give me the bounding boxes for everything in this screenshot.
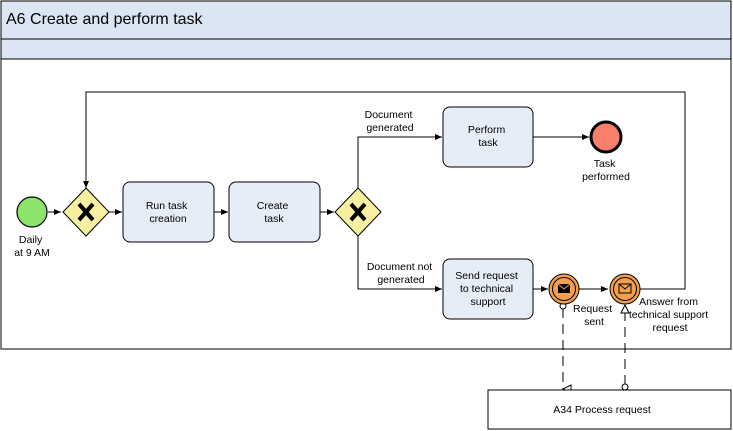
task-create-label-2: task <box>264 213 284 225</box>
exclusive-gateway-1[interactable] <box>62 187 110 237</box>
task-send-label-2: to technical <box>460 283 513 295</box>
task-perform-label-2: task <box>478 137 498 149</box>
envelope-icon <box>618 283 632 294</box>
end-event-circle[interactable] <box>589 120 623 154</box>
message-flow-answer-arrow <box>620 303 630 314</box>
end-event[interactable]: Task performed <box>582 120 630 183</box>
external-process[interactable]: A34 Process request <box>487 389 732 430</box>
start-event-label-2: at 9 AM <box>14 247 50 259</box>
svg-text:Daily at 9 AM: Daily at 9 AM <box>14 234 50 259</box>
message-flow-answer-start <box>621 383 629 391</box>
flow-label-doc-not-gen-2: generated <box>377 274 424 286</box>
start-event-label-1: Daily <box>19 234 43 246</box>
task-create-label-1: Create <box>257 200 289 212</box>
svg-text:Run task creation: Run task creation <box>146 200 190 225</box>
svg-text:Answer from technical su: Answer from technical support request <box>629 296 711 334</box>
task-run-label-1: Run task <box>146 200 188 212</box>
pool-title: A6 Create and perform task <box>6 11 204 28</box>
message-event-request-sent[interactable]: Request sent <box>548 273 615 328</box>
answer-label-2: technical support <box>629 309 708 321</box>
task-send-label-1: Send request <box>455 270 518 282</box>
request-sent-label-1: Request <box>573 303 612 315</box>
pool-header <box>0 0 732 40</box>
pool: A6 Create and perform task <box>0 0 732 350</box>
answer-label-3: request <box>652 322 687 334</box>
exclusive-gateway-x-icon <box>349 202 367 222</box>
svg-text:Send request to technica: Send request to technical support <box>455 270 520 308</box>
task-send-label-3: support <box>470 296 505 308</box>
task-perform-task-box[interactable] <box>442 106 534 168</box>
answer-received-inner <box>613 277 637 301</box>
request-sent-inner <box>552 277 576 301</box>
request-sent-label-2: sent <box>584 316 604 328</box>
exclusive-gateway-2[interactable] <box>334 187 382 237</box>
svg-text:Request sent: Request sent <box>573 303 615 328</box>
flow-document-generated <box>357 134 442 188</box>
task-create-task[interactable]: Create task <box>228 181 321 243</box>
task-run-task-creation[interactable]: Run task creation <box>122 181 215 243</box>
end-event-label-1: Task <box>594 158 616 170</box>
task-perform-label-1: Perform <box>468 124 506 136</box>
task-create-task-box[interactable] <box>228 181 321 243</box>
task-send-request[interactable]: Send request to technical support <box>442 258 534 320</box>
message-event-answer-received[interactable]: Answer from technical support request <box>609 273 711 334</box>
lane-header <box>0 38 732 60</box>
task-run-label-2: creation <box>149 213 187 225</box>
start-event[interactable]: Daily at 9 AM <box>14 196 50 259</box>
task-perform-task[interactable]: Perform task <box>442 106 534 168</box>
flow-label-document-generated: Document generated <box>365 109 416 134</box>
task-run-task-creation-box[interactable] <box>122 181 215 243</box>
answer-label-1: Answer from <box>639 296 698 308</box>
flow-label-doc-gen-1: Document <box>365 109 413 121</box>
flow-label-doc-not-gen-1: Document not <box>367 261 432 273</box>
task-send-request-box[interactable] <box>442 258 534 320</box>
exclusive-gateway-x-icon <box>77 202 95 222</box>
svg-text:Create task: Create task <box>257 200 291 225</box>
flow-label-document-not-generated: Document not generated <box>367 261 435 286</box>
sequence-flows <box>48 91 686 292</box>
end-event-label-2: performed <box>582 171 630 183</box>
svg-text:Task performed: Task performed <box>582 158 630 183</box>
external-process-label: A34 Process request <box>553 404 651 416</box>
flow-loop-back <box>83 91 686 290</box>
envelope-icon <box>557 283 571 293</box>
flow-document-not-generated <box>357 236 442 292</box>
start-event-circle[interactable] <box>16 196 48 228</box>
svg-text:Perform task: Perform task <box>468 124 508 149</box>
flow-label-doc-gen-2: generated <box>366 122 413 134</box>
external-process-box[interactable] <box>487 389 732 430</box>
